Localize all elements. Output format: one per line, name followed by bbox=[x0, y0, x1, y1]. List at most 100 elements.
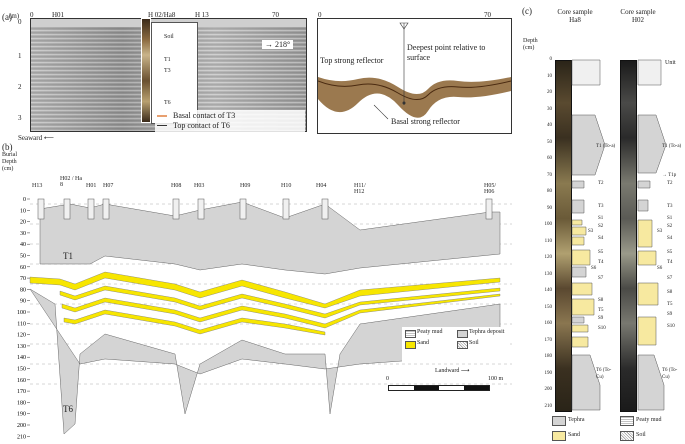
soil-column-h01 bbox=[87, 198, 95, 220]
site-h01: H01 bbox=[86, 183, 97, 189]
gpr-depth-1: 1 bbox=[18, 52, 22, 60]
schematic-sediment bbox=[318, 77, 511, 118]
gpr-core-t3: T3 bbox=[164, 68, 171, 74]
schematic-surface-marker bbox=[399, 22, 409, 30]
panel-c-depth-tick-label: 160 bbox=[544, 321, 553, 326]
panel-c-depth-tick-label: 130 bbox=[544, 271, 553, 277]
ha8-s7 bbox=[571, 282, 593, 296]
legend-tephra-text: Tephra deposit bbox=[469, 329, 505, 335]
gpr-label-h02: H 02/Ha8 bbox=[148, 11, 176, 19]
depth-tick-label: 30 bbox=[20, 231, 26, 237]
ha8-label-s10: S10 bbox=[598, 326, 606, 331]
gpr-scale-70: 70 bbox=[272, 11, 279, 19]
ha8-s8 bbox=[571, 298, 595, 316]
h02-label-t2: T2 bbox=[667, 181, 673, 186]
depth-tick-label: 130 bbox=[17, 344, 26, 350]
soil-column-h05 bbox=[485, 198, 493, 220]
legend-top-text: Top contact of T6 bbox=[173, 121, 230, 130]
depth-tick-label: 50 bbox=[20, 254, 26, 260]
legend-sand-swatch bbox=[405, 341, 416, 349]
h02-label-s2: S2 bbox=[667, 224, 673, 229]
gpr-core-t1: T1 bbox=[164, 57, 171, 63]
depth-tick-label: 20 bbox=[20, 220, 26, 226]
ha8-s4 bbox=[571, 236, 585, 246]
depth-tick-label: 60 bbox=[20, 265, 26, 271]
h02-label-s9: S9 bbox=[667, 312, 673, 317]
site-h10: H10 bbox=[281, 183, 292, 189]
ha8-label-t6: T6 (To-Cu) bbox=[596, 368, 612, 380]
ha8-soil bbox=[571, 59, 601, 86]
ha8-s10 bbox=[571, 336, 589, 348]
legend-sand-text: Sand bbox=[417, 340, 429, 346]
depth-tick-label: 210 bbox=[17, 434, 26, 440]
legend-basal-text: Basal contact of T3 bbox=[173, 111, 236, 120]
ha8-t3 bbox=[571, 199, 585, 214]
legend-peaty-text: Peaty mud bbox=[417, 329, 443, 335]
panel-c-depth-tick-label: 50 bbox=[547, 139, 552, 145]
panel-c-legend-tephra-swatch bbox=[552, 416, 566, 426]
landward-label: Landward ⟶ bbox=[435, 368, 470, 374]
h02-s7-s8 bbox=[637, 282, 659, 306]
schematic-basal-label: Basal strong reflector bbox=[391, 117, 460, 126]
depth-tick-label: 80 bbox=[20, 287, 26, 293]
schematic-box bbox=[317, 18, 512, 134]
h02-label-t4: T4 bbox=[667, 260, 673, 265]
panel-c-legend-sand-text: Sand bbox=[568, 432, 580, 438]
depth-tick-label: 90 bbox=[20, 299, 26, 305]
gpr-core-image bbox=[141, 18, 151, 123]
ha8-t6 bbox=[571, 354, 601, 411]
soil-column-h08 bbox=[172, 198, 180, 220]
panel-c-legend-soil-swatch bbox=[620, 431, 634, 441]
panel-c-legend-tephra-text: Tephra bbox=[568, 417, 585, 423]
panel-c-depth-label: Depth bbox=[523, 38, 538, 44]
core-h02-photo bbox=[620, 60, 637, 412]
panel-c-depth-tick-label: 210 bbox=[544, 403, 553, 409]
axis-title-burial: Burial bbox=[2, 152, 17, 158]
h02-s1-s4 bbox=[637, 219, 653, 248]
h02-label-s6: S6 bbox=[657, 266, 663, 271]
legend-basal-swatch bbox=[157, 115, 167, 117]
panel-c-depth-tick-label: 140 bbox=[544, 288, 553, 293]
h02-soil bbox=[637, 59, 662, 86]
site-h07: H07 bbox=[103, 183, 114, 189]
ha8-label-t2: T2 bbox=[598, 181, 604, 186]
sand-layer-4 bbox=[63, 309, 326, 336]
axis-title-unit: (cm) bbox=[2, 166, 14, 172]
h02-label-s8: S8 bbox=[667, 290, 673, 295]
site-h03: H03 bbox=[194, 183, 205, 189]
panel-c-depth-tick-label: 10 bbox=[547, 73, 552, 79]
cross-section-svg: 0102030405060708090100110120130140150160… bbox=[17, 197, 512, 440]
soil-column-h07 bbox=[102, 198, 110, 220]
gpr-depth-0: 0 bbox=[18, 18, 22, 26]
site-h11: H11/ H12 bbox=[354, 183, 366, 195]
ha8-label-t3: T3 bbox=[598, 204, 604, 209]
sand-layer-2 bbox=[59, 285, 501, 319]
soil-column-h02 bbox=[63, 198, 71, 220]
h02-label-t1p: → T1p bbox=[662, 173, 677, 178]
soil-column-h03 bbox=[197, 198, 205, 220]
panel-c-depth-tick-label: 90 bbox=[547, 205, 552, 211]
panel-c-depth-tick-label: 180 bbox=[544, 354, 553, 359]
schematic-top-label: Top strong reflector bbox=[320, 56, 384, 65]
depth-tick-label: 110 bbox=[17, 321, 26, 327]
ha8-label-t5: T5 bbox=[598, 308, 604, 313]
panel-c-depth-tick-label: 60 bbox=[547, 156, 552, 161]
h02-label-s7: S7 bbox=[667, 276, 673, 281]
legend-soil-swatch bbox=[457, 341, 468, 349]
panel-c-depth-tick-label: 20 bbox=[547, 90, 552, 95]
soil-column-h10 bbox=[282, 198, 290, 220]
panel-c-unit-label: Unit bbox=[665, 60, 676, 66]
ha8-label-s6: S6 bbox=[591, 266, 597, 271]
soil-column-h13 bbox=[37, 198, 45, 220]
depth-tick-label: 200 bbox=[17, 423, 26, 429]
legend-tephra-swatch bbox=[457, 330, 468, 338]
ha8-t2 bbox=[571, 180, 585, 189]
schematic-svg bbox=[317, 22, 512, 120]
panel-c-legend-soil-text: Soil bbox=[636, 432, 646, 438]
ha8-label-s7: S7 bbox=[598, 276, 604, 281]
panel-c-depth-tick-label: 190 bbox=[544, 370, 553, 376]
scale-100m: 100 m bbox=[488, 376, 504, 382]
sand-layer-3 bbox=[61, 293, 501, 329]
h02-label-s5: S5 bbox=[667, 250, 673, 255]
direction-label: 218° bbox=[275, 40, 291, 49]
